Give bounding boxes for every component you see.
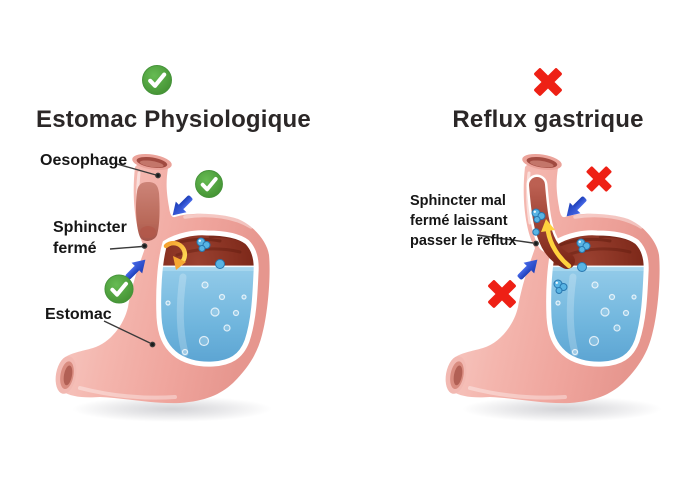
closed-sphincter-loop-icon [163,240,188,270]
left-panel-title: Estomac Physiologique [36,106,311,134]
label-oesophage: Oesophage [40,152,128,169]
gas-bubble-icon [215,259,225,269]
check-icon [143,66,172,95]
leader-line-sphincter-left [109,243,148,250]
label-sphincter-closed: Sphincter fermé [53,219,127,257]
check-icon [105,275,133,303]
stomach-illustration-reflux [440,149,664,424]
stomach-illustration-normal [50,149,275,424]
closed-esophagus-lumen [136,182,160,241]
label-sphincter-open: Sphincter mal fermé laissant passer le r… [410,193,517,249]
leader-line-oesophage [116,163,161,179]
check-icon [193,168,225,200]
label-estomac: Estomac [45,306,112,323]
leader-line-sphincter-right [476,234,539,247]
cross-icon [487,279,517,309]
cross-icon [585,165,613,193]
cross-icon [533,67,563,97]
gas-bubble-icon [532,228,540,236]
right-panel-title: Reflux gastrique [452,106,644,134]
gas-bubble-icon [577,262,587,272]
leader-line-estomac [103,320,156,348]
reflux-arrow-icon [541,219,572,269]
